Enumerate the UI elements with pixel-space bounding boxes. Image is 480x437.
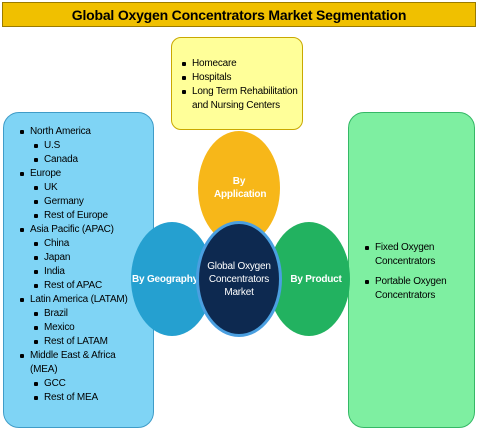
bullet-icon (34, 312, 38, 316)
diagram-title: Global Oxygen Concentrators Market Segme… (2, 2, 476, 27)
geography-item: Europe (20, 167, 153, 181)
geography-subitem: UK (30, 181, 153, 195)
bullet-icon (20, 228, 24, 232)
geography-subitem-label: GCC (44, 378, 66, 389)
bullet-icon (34, 158, 38, 162)
application-item-label: Hospitals (192, 72, 232, 83)
geography-subitem: Rest of Europe (30, 209, 153, 223)
geography-subitem-label: UK (44, 182, 58, 193)
product-item-label: Fixed Oxygen Concentrators (375, 242, 436, 267)
geography-item-label: Europe (30, 168, 62, 179)
geography-subitem-label: Rest of APAC (44, 280, 102, 291)
bullet-icon (20, 172, 24, 176)
bullet-icon (365, 280, 369, 284)
bullet-icon (182, 90, 186, 94)
geography-subitem: Brazil (30, 307, 153, 321)
bullet-icon (34, 284, 38, 288)
product-item: Portable Oxygen Concentrators (365, 275, 474, 303)
bullet-icon (34, 382, 38, 386)
geography-subitem-label: U.S (44, 140, 61, 151)
geography-circle-label: By Geography (132, 273, 198, 285)
geography-subitem: Mexico (30, 321, 153, 335)
center-circle-label: Global Oxygen Concentrators Market (207, 260, 271, 298)
geography-subitem: Rest of MEA (30, 391, 153, 405)
geography-subitem: Rest of LATAM (30, 335, 153, 349)
product-circle-label: By Product (290, 273, 342, 285)
geography-subitem-label: Canada (44, 154, 78, 165)
bullet-icon (34, 144, 38, 148)
center-circle: Global Oxygen Concentrators Market (196, 221, 282, 337)
bullet-icon (20, 298, 24, 302)
geography-subitem-label: India (44, 266, 65, 277)
geography-subitem: India (30, 265, 153, 279)
product-item: Fixed Oxygen Concentrators (365, 241, 474, 269)
bullet-icon (20, 354, 24, 358)
bullet-icon (34, 326, 38, 330)
bullet-icon (34, 242, 38, 246)
bullet-icon (365, 246, 369, 250)
geography-item-label: Asia Pacific (APAC) (30, 224, 114, 235)
geography-item: Asia Pacific (APAC) (20, 223, 153, 237)
bullet-icon (34, 200, 38, 204)
application-circle-label: By Application (214, 176, 267, 200)
geography-subitem: Rest of APAC (30, 279, 153, 293)
bullet-icon (182, 62, 186, 66)
geography-subitem-label: China (44, 238, 70, 249)
bullet-icon (20, 130, 24, 134)
geography-subitem: Canada (30, 153, 153, 167)
geography-subitem: U.S (30, 139, 153, 153)
geography-subitem-label: Rest of LATAM (44, 336, 108, 347)
application-item: Homecare (182, 57, 302, 71)
geography-subitem: Germany (30, 195, 153, 209)
geography-subitem: GCC (30, 377, 153, 391)
geography-subitem-label: Germany (44, 196, 84, 207)
application-item: Hospitals (182, 71, 302, 85)
geography-item: Latin America (LATAM) (20, 293, 153, 307)
geography-subitem-label: Mexico (44, 322, 75, 333)
geography-item-label: North America (30, 126, 91, 137)
bullet-icon (34, 214, 38, 218)
geography-item-label: Middle East & Africa (MEA) (30, 350, 116, 375)
bullet-icon (34, 270, 38, 274)
bullet-icon (34, 186, 38, 190)
application-item-label: Long Term Rehabilitation and Nursing Cen… (192, 86, 298, 111)
bullet-icon (182, 76, 186, 80)
application-item: Long Term Rehabilitation and Nursing Cen… (182, 85, 302, 113)
geography-subitem: China (30, 237, 153, 251)
geography-subitem-label: Rest of MEA (44, 392, 98, 403)
geography-item-label: Latin America (LATAM) (30, 294, 128, 305)
geography-item: Middle East & Africa (MEA) (20, 349, 153, 377)
product-item-label: Portable Oxygen Concentrators (375, 276, 447, 301)
bullet-icon (34, 396, 38, 400)
geography-subitem: Japan (30, 251, 153, 265)
bullet-icon (34, 340, 38, 344)
geography-subitem-label: Japan (44, 252, 71, 263)
application-item-label: Homecare (192, 58, 237, 69)
bullet-icon (34, 256, 38, 260)
geography-item: North America (20, 125, 153, 139)
geography-subitem-label: Rest of Europe (44, 210, 108, 221)
geography-subitem-label: Brazil (44, 308, 68, 319)
